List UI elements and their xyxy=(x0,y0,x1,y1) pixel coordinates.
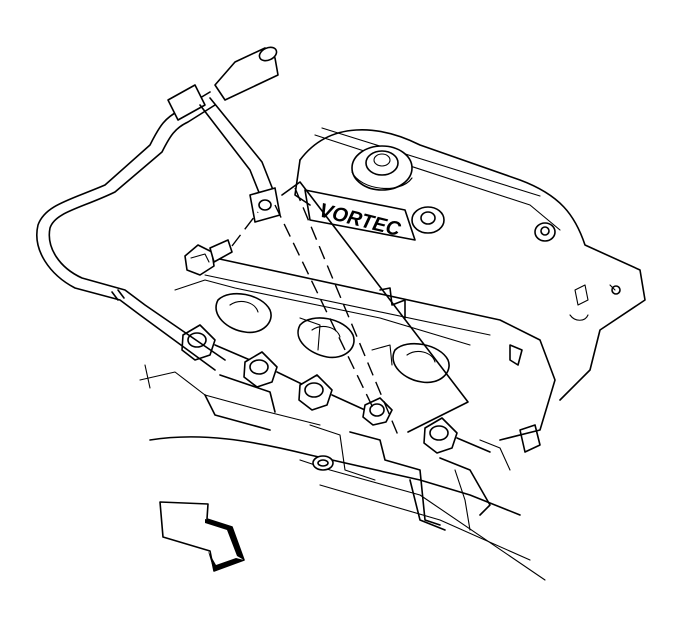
engine-block-lower xyxy=(139,364,546,581)
dipstick-tube xyxy=(36,46,279,371)
exhaust-manifold-studs xyxy=(181,324,491,454)
dipstick-tube-bolt xyxy=(184,239,233,276)
view-direction-arrow xyxy=(159,501,245,572)
intake-plenum xyxy=(294,127,646,401)
alignment-lines xyxy=(231,181,469,441)
